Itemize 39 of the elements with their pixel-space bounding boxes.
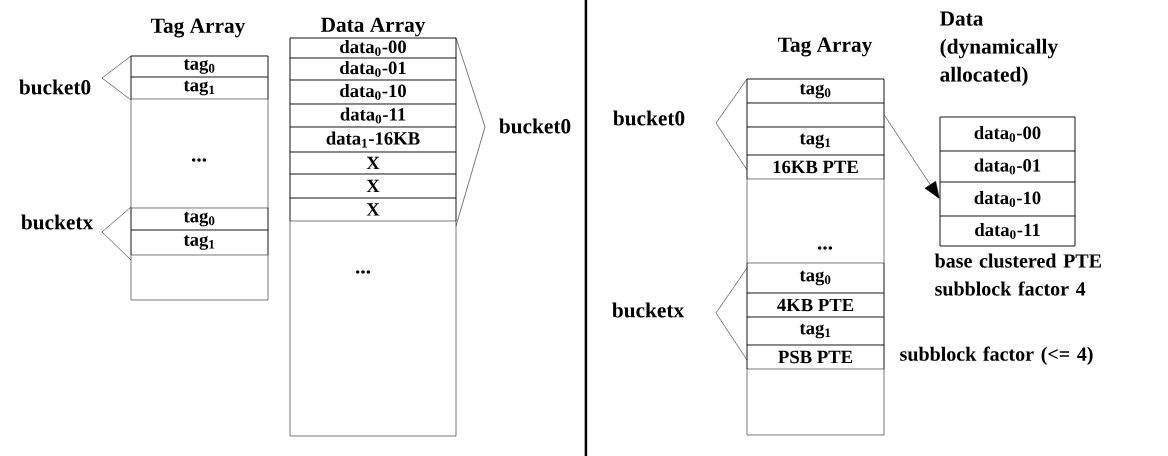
note: base clustered PTE subblock factor 4 [934, 253, 1101, 296]
array-cell: data$_{0}$-00 [939, 116, 1076, 152]
array-cell: data$_{0}$-11 [289, 103, 457, 128]
array-cell: tag$_{0}$ [746, 262, 885, 294]
array-cell: tag$_{1}$ [746, 316, 885, 346]
array-cell: data$_{1}$-16KB [289, 126, 457, 153]
array-cell: 16KB PTE [746, 154, 885, 180]
array-cell: X [289, 173, 457, 199]
bucket-label: bucket0 [613, 110, 685, 126]
array-cell: tag$_{1}$ [130, 76, 269, 100]
array-cell: X [289, 197, 457, 222]
bucket-label: bucketx [612, 302, 685, 318]
array-cell: data$_{0}$-10 [289, 79, 457, 105]
ellipsis: ... [191, 158, 207, 162]
bucket-label: bucket0 [19, 79, 91, 95]
bucket-label: bucketx [21, 214, 94, 230]
array-cell: 4KB PTE [746, 292, 885, 318]
note: subblock factor (<= 4) [900, 346, 1093, 365]
array-cell: tag$_{0}$ [746, 78, 885, 104]
array-cell: tag$_{0}$ [130, 207, 269, 231]
array-cell: data$_{0}$-10 [939, 181, 1076, 217]
array-cell: tag$_{1}$ [130, 229, 269, 256]
array-heading: Data (dynamically allocated) [940, 11, 1058, 87]
array-cell: X [289, 151, 457, 175]
array-cell: data$_{0}$-01 [289, 57, 457, 81]
ellipsis: ... [817, 246, 833, 250]
array-cell: tag$_{1}$ [746, 126, 885, 156]
array-cell: data$_{0}$-11 [939, 215, 1076, 247]
array-cell: PSB PTE [746, 344, 885, 370]
array-heading: Data Array [320, 17, 426, 37]
array-heading: Tag Array [778, 37, 873, 57]
array-heading: Tag Array [151, 18, 246, 38]
array-cell [746, 102, 885, 128]
ellipsis: ... [355, 270, 371, 274]
array-cell: tag$_{0}$ [130, 55, 269, 78]
array-cell: data$_{0}$-01 [939, 150, 1076, 183]
bucket-label: bucket0 [499, 118, 571, 134]
array-cell: data$_{0}$-00 [289, 37, 457, 59]
arrow [884, 114, 940, 199]
